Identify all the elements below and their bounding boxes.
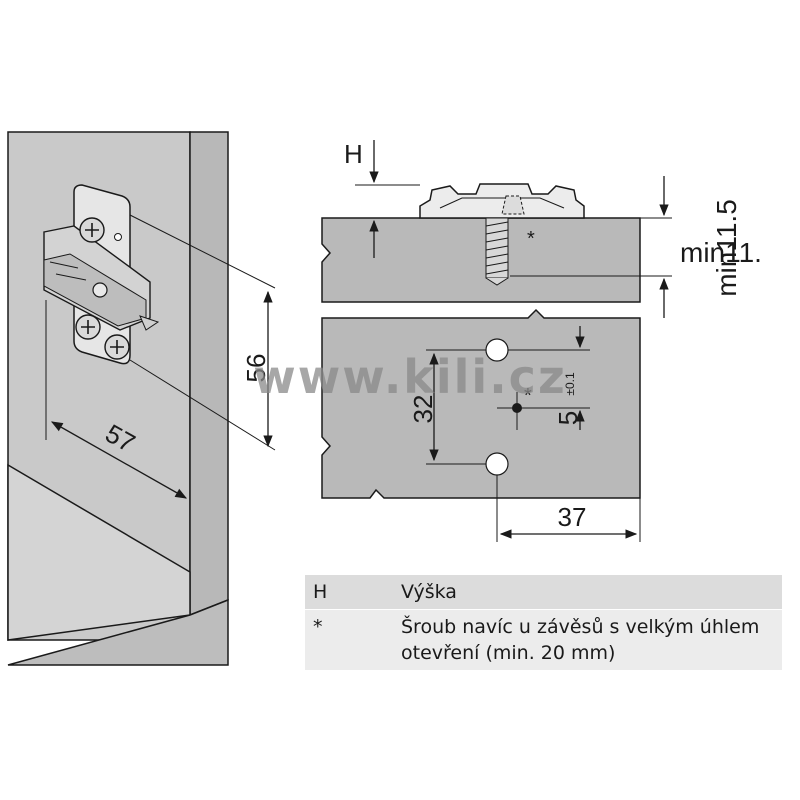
cabinet-front-edge	[189, 131, 229, 617]
dim-label-5: 5	[553, 411, 583, 425]
dim-label-min-overflow: min11.	[680, 237, 762, 268]
legend-row-star: * Šroub navíc u závěsů s velkým úhlem ot…	[305, 609, 782, 670]
side-section-star: *	[527, 228, 535, 250]
dim-label-32: 32	[408, 395, 438, 424]
side-section-view: * H min11. min11.5	[321, 139, 762, 318]
legend-table: H Výška * Šroub navíc u závěsů s velkým …	[305, 575, 782, 670]
dim-label-min-vertical: min11.5	[711, 199, 742, 297]
dim-line-57	[50, 421, 188, 499]
legend-key: *	[305, 609, 393, 670]
hole-bottom	[485, 452, 509, 476]
legend-row-h: H Výška	[305, 575, 782, 610]
watermark: www.kili.cz	[253, 350, 566, 404]
front-view-star: *	[524, 385, 532, 407]
cabinet-perspective-view: 56 57	[7, 131, 276, 666]
legend-key: H	[305, 575, 393, 610]
dim-label-56: 56	[241, 354, 271, 383]
screw-icon	[485, 195, 525, 286]
side-section-panel	[321, 217, 641, 303]
front-view: * 32 5 ±0.1 37	[321, 308, 641, 542]
cabinet-bottom-front	[7, 598, 229, 666]
mounting-plate	[43, 184, 160, 365]
legend-text: Šroub navíc u závěsů s velkým úhlem otev…	[393, 609, 782, 670]
dim-label-tolerance: ±0.1	[563, 372, 577, 396]
dim-label-37: 37	[558, 502, 587, 532]
side-section-plate	[419, 183, 585, 219]
legend-text: Výška	[393, 575, 782, 610]
dim-label-h: H	[344, 139, 363, 169]
front-view-panel	[321, 308, 641, 499]
